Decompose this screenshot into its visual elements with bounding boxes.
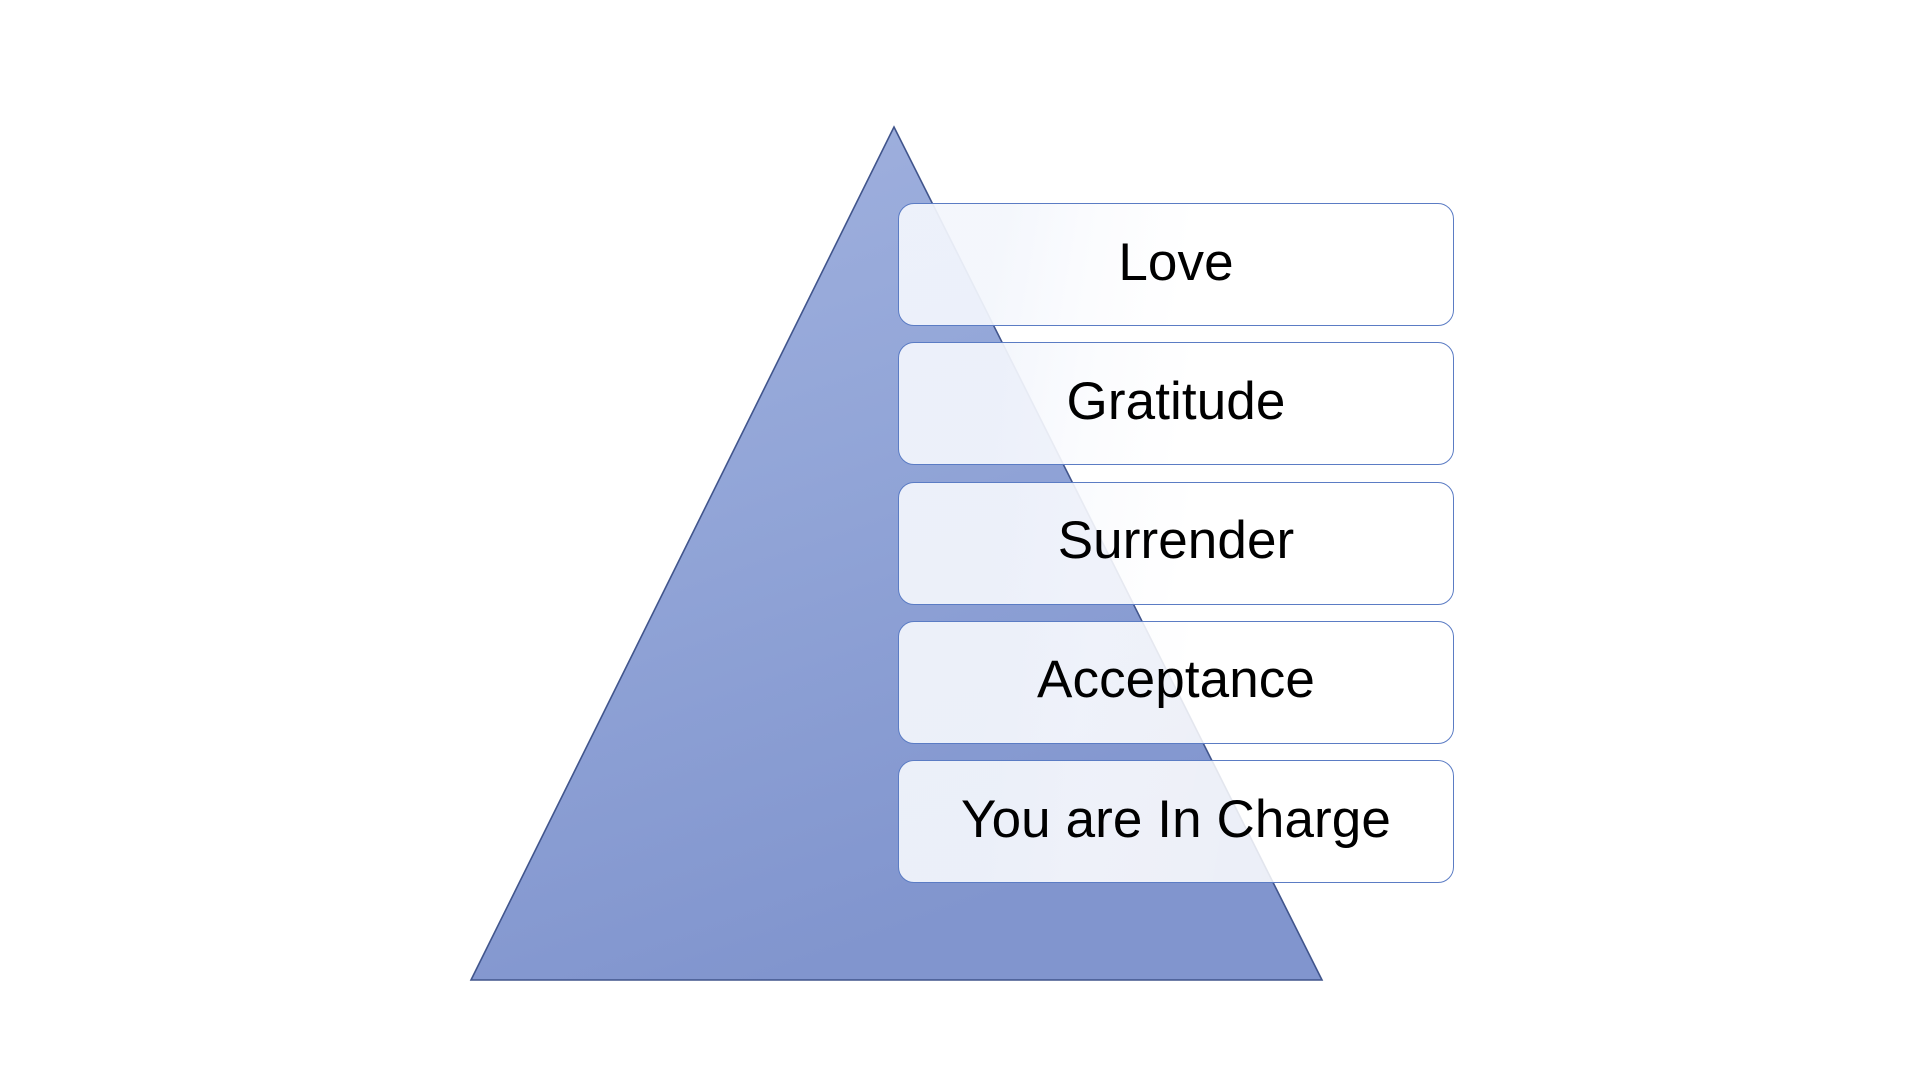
pyramid-level-you-are-in-charge[interactable]: You are In Charge bbox=[898, 760, 1454, 883]
pyramid-level-gratitude[interactable]: Gratitude bbox=[898, 342, 1454, 466]
pyramid-level-label: Surrender bbox=[1057, 511, 1295, 571]
pyramid-level-acceptance[interactable]: Acceptance bbox=[898, 620, 1454, 744]
pyramid-level-list: Love Gratitude Surrender Acceptance You … bbox=[898, 203, 1454, 883]
pyramid-level-surrender[interactable]: Surrender bbox=[898, 481, 1454, 605]
pyramid-level-label: You are In Charge bbox=[961, 789, 1391, 849]
pyramid-level-love[interactable]: Love bbox=[898, 203, 1454, 326]
pyramid-level-label: Gratitude bbox=[1066, 371, 1286, 431]
pyramid-level-label: Love bbox=[1118, 232, 1234, 292]
pyramid-level-label: Acceptance bbox=[1037, 650, 1315, 710]
